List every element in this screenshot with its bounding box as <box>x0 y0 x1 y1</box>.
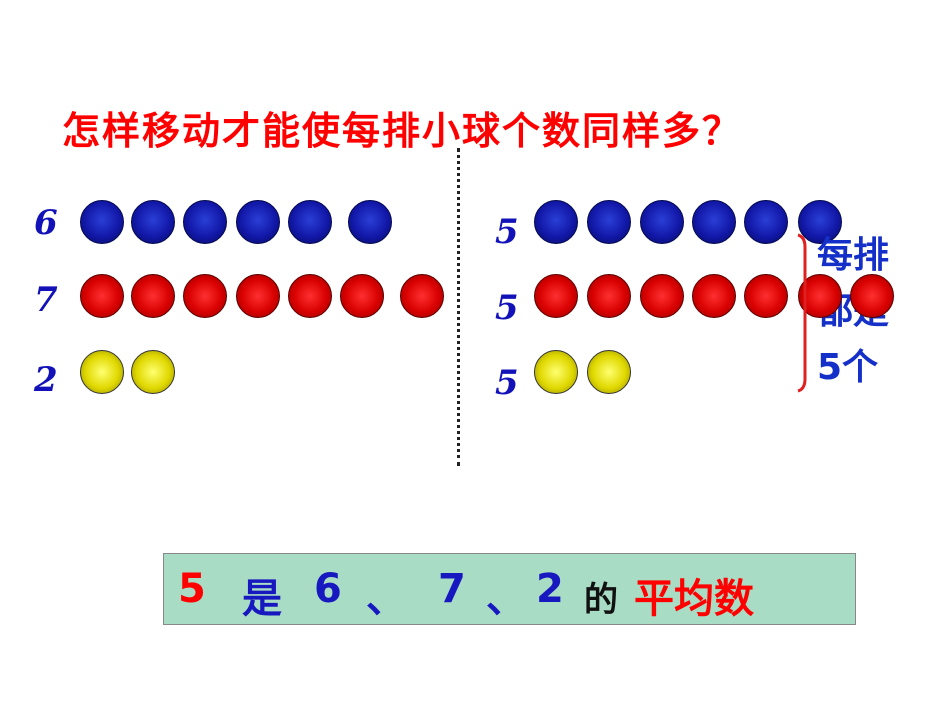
ball <box>534 200 578 244</box>
ball <box>587 200 631 244</box>
ball <box>340 274 384 318</box>
ball <box>236 274 280 318</box>
ball <box>587 274 631 318</box>
summary-sep2: 、 <box>486 576 526 622</box>
ball <box>80 350 124 394</box>
ball <box>692 200 736 244</box>
left-row3-count: 2 <box>34 360 58 400</box>
summary-average: 平均数 <box>634 576 754 622</box>
ball <box>183 274 227 318</box>
summary-number: 5 <box>178 566 206 612</box>
note-line3: 5个 <box>817 347 879 388</box>
bracket <box>797 233 807 393</box>
ball <box>400 274 444 318</box>
summary-box: 5 是 6 、 7 、 2 的 平均数 <box>163 553 856 625</box>
ball <box>850 274 894 318</box>
summary-two: 2 <box>536 566 564 612</box>
ball <box>534 350 578 394</box>
note-line1: 每排 <box>817 235 890 276</box>
ball <box>288 274 332 318</box>
ball <box>744 274 788 318</box>
ball <box>692 274 736 318</box>
summary-de: 的 <box>584 580 618 620</box>
summary-sep1: 、 <box>366 576 406 622</box>
dotted-divider <box>457 148 460 466</box>
summary-six: 6 <box>314 566 342 612</box>
right-row2-count: 5 <box>495 288 519 328</box>
ball <box>236 200 280 244</box>
right-row1-count: 5 <box>495 212 519 252</box>
summary-seven: 7 <box>438 566 466 612</box>
ball <box>798 200 842 244</box>
ball <box>80 200 124 244</box>
ball <box>80 274 124 318</box>
ball <box>348 200 392 244</box>
ball <box>640 274 684 318</box>
ball <box>744 200 788 244</box>
ball <box>131 274 175 318</box>
ball <box>587 350 631 394</box>
ball <box>131 350 175 394</box>
summary-shi: 是 <box>242 576 282 622</box>
right-row3-count: 5 <box>495 363 519 403</box>
ball <box>534 274 578 318</box>
ball <box>640 200 684 244</box>
left-row1-count: 6 <box>34 203 58 243</box>
ball <box>183 200 227 244</box>
left-row2-count: 7 <box>34 280 58 320</box>
ball <box>288 200 332 244</box>
ball <box>131 200 175 244</box>
question-title: 怎样移动才能使每排小球个数同样多？ <box>62 109 743 153</box>
